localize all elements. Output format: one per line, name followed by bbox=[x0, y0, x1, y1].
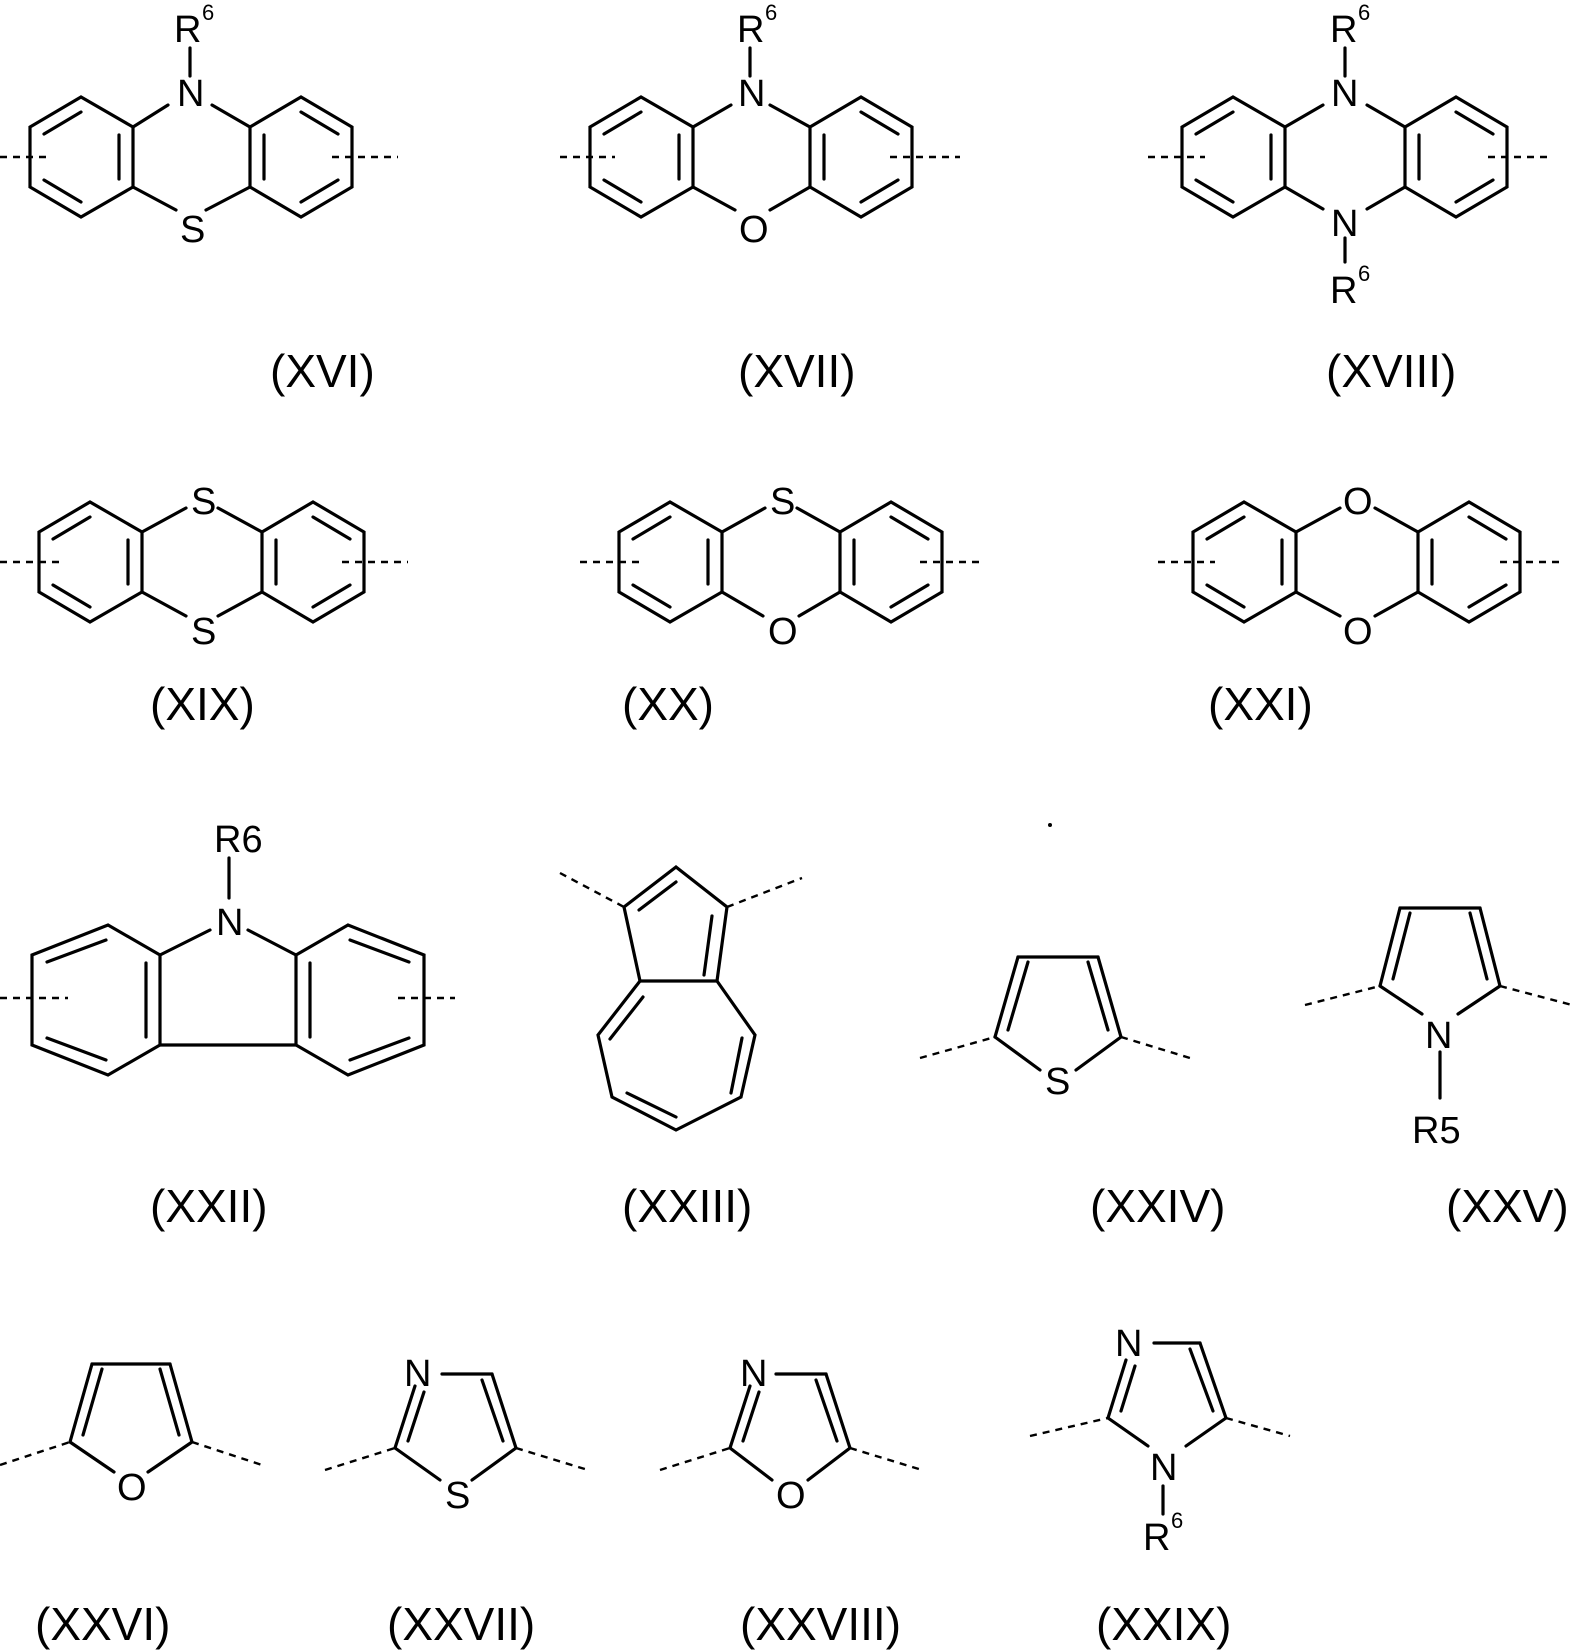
substituent-r-bottom: R bbox=[1330, 270, 1357, 312]
structure-xxvii: N S (XXVII) bbox=[325, 1353, 588, 1650]
atom-o: O bbox=[768, 611, 798, 653]
atom-s: S bbox=[180, 209, 205, 251]
atom-n-bottom: N bbox=[1331, 203, 1358, 245]
compound-label-xvii: (XVII) bbox=[738, 345, 856, 397]
structure-xxix: N N R 6 (XXIX) bbox=[1030, 1323, 1290, 1650]
compound-label-xxvii: (XXVII) bbox=[387, 1598, 535, 1650]
atom-s: S bbox=[1045, 1061, 1070, 1103]
compound-label-xxii: (XXII) bbox=[150, 1180, 268, 1232]
substituent-r5: R5 bbox=[1412, 1110, 1461, 1152]
compound-label-xxviii: (XXVIII) bbox=[740, 1598, 901, 1650]
bonds bbox=[0, 858, 455, 1075]
atom-s-top: S bbox=[191, 481, 216, 523]
substituent-r-bottom-superscript: 6 bbox=[1358, 261, 1370, 286]
bonds bbox=[920, 957, 1190, 1070]
atom-o: O bbox=[739, 209, 769, 251]
atom-o: O bbox=[117, 1467, 147, 1509]
atom-s: S bbox=[770, 481, 795, 523]
compound-label-xvi: (XVI) bbox=[270, 345, 375, 397]
structure-xxiv: S (XXIV) bbox=[920, 957, 1225, 1232]
atom-n: N bbox=[177, 73, 204, 115]
compound-label-xxiv: (XXIV) bbox=[1090, 1180, 1225, 1232]
atom-n-bottom: N bbox=[1150, 1447, 1177, 1489]
structure-xxvi: O (XXVI) bbox=[0, 1364, 262, 1650]
structure-xvi: N S R 6 (XVI) bbox=[0, 0, 398, 397]
atom-o-top: O bbox=[1343, 481, 1373, 523]
structure-xxv: N R5 (XXV) bbox=[1305, 908, 1572, 1232]
compound-label-xxi: (XXI) bbox=[1208, 678, 1313, 730]
substituent-r: R bbox=[737, 9, 764, 51]
compound-label-xxv: (XXV) bbox=[1446, 1180, 1569, 1232]
atom-o-bottom: O bbox=[1343, 611, 1373, 653]
bonds bbox=[325, 1374, 588, 1480]
bonds bbox=[1305, 908, 1572, 1098]
substituent-r-superscript: 6 bbox=[202, 0, 214, 25]
compound-label-xxix: (XXIX) bbox=[1096, 1598, 1231, 1650]
substituent-r6: R6 bbox=[214, 819, 263, 861]
compound-label-xxiii: (XXIII) bbox=[622, 1180, 752, 1232]
atom-n-top: N bbox=[1331, 73, 1358, 115]
atom-s: S bbox=[445, 1475, 470, 1517]
compound-label-xviii: (XVIII) bbox=[1326, 345, 1456, 397]
substituent-r: R bbox=[174, 9, 201, 51]
compound-label-xx: (XX) bbox=[622, 678, 714, 730]
substituent-r: R bbox=[1143, 1517, 1170, 1559]
atom-n: N bbox=[1425, 1015, 1452, 1057]
compound-label-xix: (XIX) bbox=[150, 678, 255, 730]
atom-o: O bbox=[776, 1475, 806, 1517]
substituent-r-superscript: 6 bbox=[765, 0, 777, 25]
atom-n: N bbox=[404, 1353, 431, 1395]
atom-n-top: N bbox=[1115, 1323, 1142, 1365]
stray-dot bbox=[1048, 823, 1052, 827]
bonds bbox=[560, 867, 802, 1130]
structure-xx: S O (XX) bbox=[580, 481, 985, 730]
structure-xxiii: (XXIII) bbox=[560, 867, 802, 1232]
substituent-r-top: R bbox=[1330, 9, 1357, 51]
atom-s-bottom: S bbox=[191, 611, 216, 653]
structure-xxviii: N O (XXVIII) bbox=[660, 1353, 922, 1650]
structure-xviii: N N R 6 R 6 (XVIII) bbox=[1148, 0, 1552, 397]
compound-label-xxvi: (XXVI) bbox=[35, 1598, 170, 1650]
substituent-r-superscript: 6 bbox=[1171, 1508, 1183, 1533]
structure-xxi: O O (XXI) bbox=[1158, 481, 1560, 730]
bonds bbox=[0, 1364, 262, 1472]
structure-xxii: N R6 (XXII) bbox=[0, 819, 455, 1232]
structure-xvii: N O R 6 (XVII) bbox=[560, 0, 960, 397]
bonds bbox=[660, 1374, 922, 1480]
atom-n: N bbox=[738, 73, 765, 115]
atom-n: N bbox=[740, 1353, 767, 1395]
substituent-r-top-superscript: 6 bbox=[1358, 0, 1370, 25]
atom-n: N bbox=[216, 902, 243, 944]
structure-xix: S S (XIX) bbox=[0, 481, 408, 730]
